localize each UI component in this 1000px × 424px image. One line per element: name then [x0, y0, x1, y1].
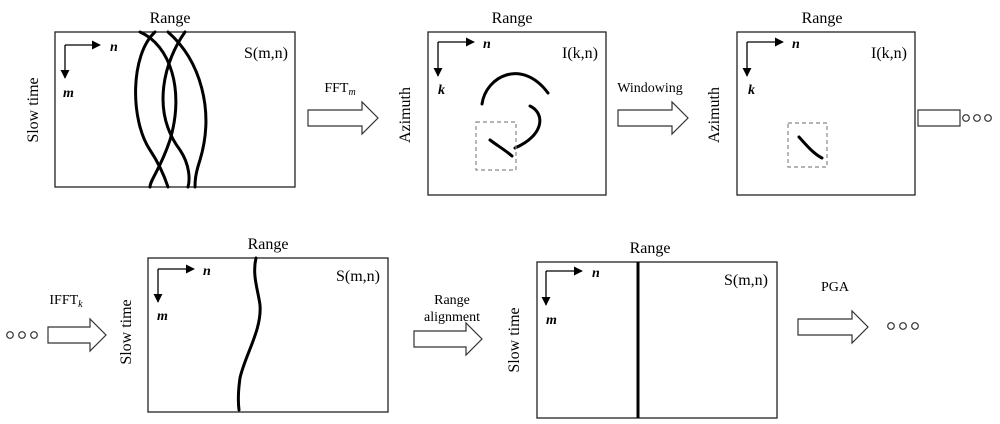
panel-slow-time-aligned: Range Slow time S(m,n) n m: [506, 240, 778, 419]
pga-label: PGA: [821, 280, 850, 295]
axis-n-label: n: [483, 37, 491, 52]
axes-indicator: n m: [541, 266, 600, 328]
axis-m-label: m: [546, 313, 557, 328]
ellipsis-dot: [899, 322, 907, 330]
signal-label: I(k,n): [562, 45, 598, 62]
slow-time-label: Slow time: [118, 299, 135, 364]
ellipsis-dot: [984, 114, 992, 122]
ifft-subscript: k: [78, 299, 83, 310]
step-fft: FFTm: [307, 81, 379, 136]
ellipsis-dot: [973, 114, 981, 122]
range-label: Range: [248, 236, 289, 253]
axes-indicator: n m: [153, 264, 211, 324]
continuation-arrow-stub: [917, 109, 961, 127]
panel-slow-time-raw: Range Slow time S(m,n) n m: [25, 10, 296, 189]
range-label: Range: [802, 10, 843, 27]
panel-frame: [736, 31, 916, 196]
panel-frame: [536, 261, 778, 419]
pga-arrow: [797, 309, 869, 345]
axis-n-label: n: [203, 264, 211, 279]
fft-base: FFT: [324, 81, 349, 96]
signal-label: S(m,n): [724, 272, 768, 289]
axis-k-label: k: [748, 83, 755, 98]
continuation-right: [917, 109, 992, 127]
ellipsis-dot: [18, 331, 26, 339]
fft-arrow: [307, 100, 379, 136]
range-alignment-label-line1: Range: [434, 293, 470, 308]
axis-n-label: n: [110, 40, 118, 55]
axis-m-label: m: [157, 309, 168, 324]
axes-indicator: n k: [742, 37, 800, 98]
azimuth-spectrum-curves: [480, 72, 550, 158]
step-pga: PGA: [797, 280, 919, 345]
range-alignment-label-line2: alignment: [424, 310, 480, 325]
migrated-range-curves: [134, 30, 208, 189]
axis-n-label: n: [592, 266, 600, 281]
slow-time-label: Slow time: [506, 307, 523, 372]
range-label: Range: [150, 10, 191, 27]
panel-azimuth-full: Range Azimuth I(k,n) n k: [397, 10, 607, 196]
range-label: Range: [492, 10, 533, 27]
range-alignment-arrow: [413, 321, 483, 357]
ellipsis-dot: [887, 322, 895, 330]
axis-m-label: m: [63, 86, 74, 101]
signal-label: S(m,n): [336, 268, 380, 285]
single-range-curve: [236, 256, 262, 412]
step-windowing: Windowing: [617, 81, 689, 136]
panel-frame: [427, 31, 607, 196]
panel-azimuth-windowed: Range Azimuth I(k,n) n k: [706, 10, 916, 196]
step-ifft: IFFTk: [6, 293, 107, 353]
axes-indicator: n m: [60, 40, 118, 101]
slow-time-label: Slow time: [25, 77, 42, 142]
azimuth-label: Azimuth: [397, 87, 414, 143]
windowed-curve: [797, 135, 824, 160]
panel-frame: [147, 257, 389, 413]
ellipsis-dot: [911, 322, 919, 330]
ifft-arrow: [47, 317, 107, 353]
fft-label: FFTm: [324, 81, 355, 98]
ellipsis-dot: [962, 114, 970, 122]
signal-label: I(k,n): [871, 45, 907, 62]
fft-subscript: m: [348, 87, 355, 98]
selection-window: [475, 121, 517, 171]
signal-label: S(m,n): [244, 45, 288, 62]
ifft-base: IFFT: [49, 293, 78, 308]
panel-slow-time-compensated: Range Slow time S(m,n) n m: [118, 236, 389, 413]
axis-n-label: n: [792, 37, 800, 52]
axes-indicator: n k: [433, 37, 491, 98]
range-label: Range: [630, 240, 671, 257]
ellipsis-dot: [6, 331, 14, 339]
ellipsis-dot: [30, 331, 38, 339]
ifft-label: IFFTk: [49, 293, 83, 310]
axis-k-label: k: [438, 83, 445, 98]
windowing-label: Windowing: [617, 81, 683, 96]
windowing-arrow: [617, 100, 689, 136]
selection-window: [787, 122, 828, 168]
azimuth-label: Azimuth: [706, 87, 723, 143]
step-range-alignment: Range alignment: [413, 293, 483, 357]
